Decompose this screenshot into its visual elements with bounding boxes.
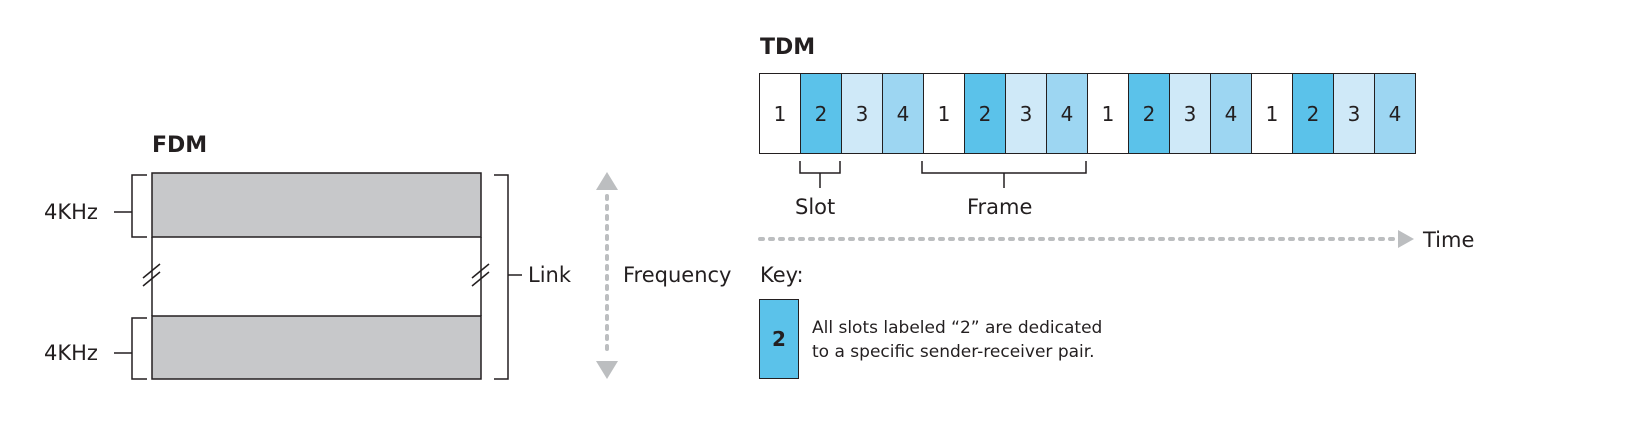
link-label: Link [528, 263, 572, 287]
fdm-link-sides [151, 237, 482, 316]
tdm-slot: 3 [1005, 73, 1047, 154]
tdm-slot: 4 [1210, 73, 1252, 154]
key-title: Key: [760, 263, 804, 287]
frame-label: Frame [967, 195, 1033, 219]
tdm-title: TDM [760, 35, 816, 60]
tdm-slot: 2 [1128, 73, 1170, 154]
tdm-slot: 1 [1087, 73, 1129, 154]
key-swatch-value: 2 [772, 327, 786, 351]
fdm-title: FDM [152, 133, 208, 158]
key-swatch: 2 [759, 299, 799, 379]
tdm-slot: 1 [759, 73, 801, 154]
time-arrow [758, 230, 1414, 248]
slot-bracket [799, 161, 841, 174]
frame-bracket [921, 161, 1087, 174]
fdm-break-marks [142, 263, 490, 287]
tdm-slot: 2 [800, 73, 842, 154]
fdm-band-top-label: 4KHz [44, 200, 98, 224]
fdm-band-brackets [114, 174, 147, 380]
slot-label: Slot [795, 195, 836, 219]
tdm-slot: 2 [964, 73, 1006, 154]
tdm-slot: 2 [1292, 73, 1334, 154]
link-bracket [494, 174, 522, 380]
fdm-band-bottom [151, 315, 482, 380]
tdm-slot: 3 [841, 73, 883, 154]
time-label: Time [1423, 228, 1475, 252]
key-line-1: All slots labeled “2” are dedicated [812, 318, 1103, 338]
frequency-label: Frequency [623, 263, 732, 287]
frequency-arrow [596, 172, 618, 379]
fdm-band-bottom-label: 4KHz [44, 341, 98, 365]
fdm-band-top [151, 172, 482, 238]
tdm-slot: 3 [1333, 73, 1375, 154]
tdm-slot: 1 [923, 73, 965, 154]
tdm-slot: 4 [1374, 73, 1416, 154]
tdm-slot: 1 [1251, 73, 1293, 154]
tdm-slot: 4 [1046, 73, 1088, 154]
key-line-2: to a specific sender-receiver pair. [812, 342, 1095, 362]
tdm-slot: 4 [882, 73, 924, 154]
tdm-slot: 3 [1169, 73, 1211, 154]
